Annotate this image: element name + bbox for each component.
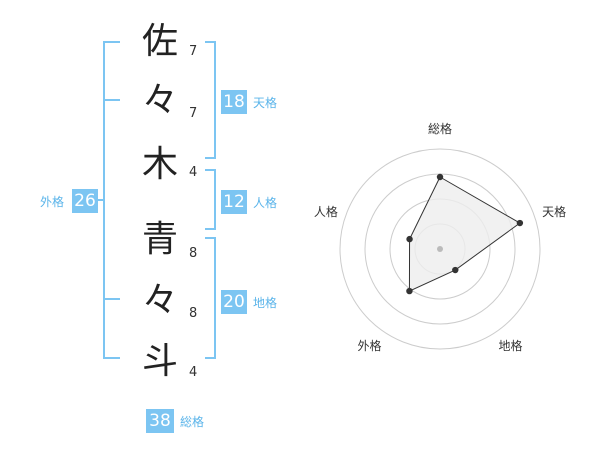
stroke-count-1: 7 — [189, 44, 198, 59]
radar-point — [406, 235, 413, 243]
jinkaku-value: 12 — [221, 190, 247, 214]
stroke-count-6: 4 — [189, 365, 198, 380]
soukaku-value: 38 — [146, 409, 174, 433]
radar-axis-label: 天格 — [542, 204, 566, 219]
chikaku-bracket — [205, 237, 216, 359]
stroke-count-5: 8 — [189, 306, 198, 321]
radar-axis-label: 地格 — [499, 338, 523, 353]
radar-polygon — [408, 176, 521, 292]
radar-point — [452, 266, 459, 274]
radar-axis-label: 外格 — [357, 338, 381, 353]
radar-ring — [339, 148, 541, 350]
radar-axis-label: 人格 — [314, 204, 338, 219]
gaikaku-label: 外格 — [40, 195, 65, 209]
tenkaku-bracket — [205, 41, 216, 159]
jinkaku-bracket — [205, 169, 216, 230]
tenkaku-label: 天格 — [253, 96, 278, 110]
soukaku-label: 総格 — [180, 415, 205, 429]
tenkaku-value: 18 — [221, 90, 247, 114]
stroke-count-3: 4 — [189, 165, 198, 180]
radar-point — [406, 287, 413, 295]
radar-point — [436, 173, 444, 181]
chikaku-label: 地格 — [253, 296, 278, 310]
gaikaku-value: 26 — [72, 189, 98, 213]
radar-center — [437, 246, 443, 252]
stroke-count-2: 7 — [189, 106, 198, 121]
chikaku-value: 20 — [221, 290, 247, 314]
jinkaku-label: 人格 — [253, 196, 278, 210]
stroke-count-4: 8 — [189, 246, 198, 261]
radar-point — [516, 219, 524, 227]
radar-axis-label: 総格 — [428, 121, 452, 136]
